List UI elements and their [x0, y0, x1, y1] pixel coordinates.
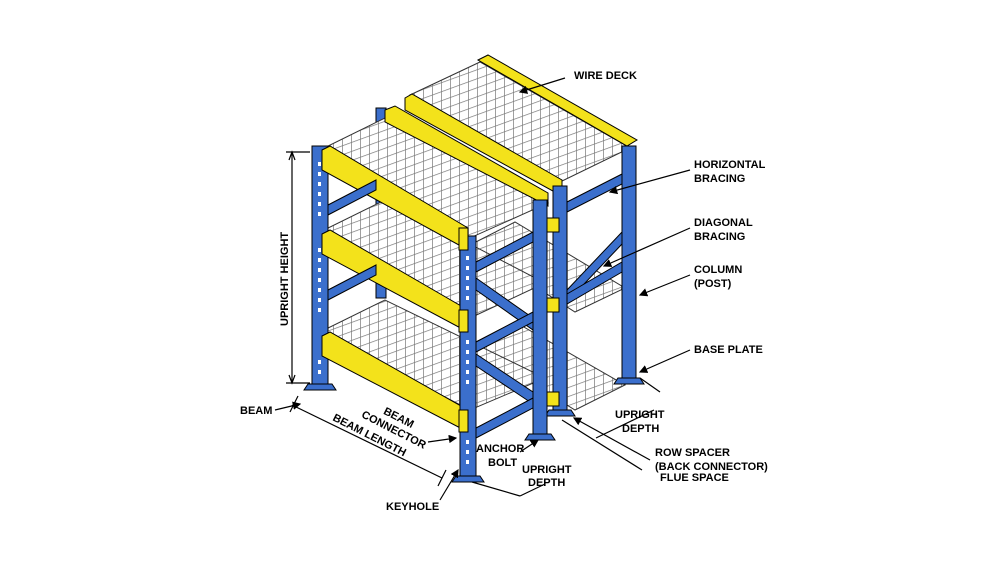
label-upright-height: UPRIGHT HEIGHT	[279, 232, 291, 326]
back-horizontal-bracing-2	[566, 261, 623, 305]
label-beam: BEAM	[240, 405, 272, 417]
label-upright-depth-right: UPRIGHT DEPTH	[615, 409, 668, 435]
front-right-base-plate	[451, 475, 485, 483]
back-beam-connector-low	[546, 297, 560, 313]
label-upright-depth-front-l2: DEPTH	[528, 477, 565, 489]
label-upright-depth-front: UPRIGHT DEPTH	[522, 464, 575, 489]
label-horizontal-bracing-l1: HORIZONTAL	[694, 159, 766, 171]
label-anchor-bolt-l1: ANCHOR	[476, 443, 524, 455]
left-side-support-1	[327, 179, 377, 216]
beam-connector-mid	[458, 309, 469, 333]
label-anchor-bolt: ANCHOR BOLT	[476, 443, 527, 469]
horizontal-bracing-bar	[566, 173, 623, 213]
left-side-support-2	[327, 264, 377, 301]
dimension-lines	[274, 77, 691, 501]
label-upright-depth-right-l1: UPRIGHT	[615, 409, 665, 421]
back-beam-connector-base	[546, 391, 560, 407]
anchor-bolt-plate	[524, 433, 556, 441]
label-column: COLUMN (POST)	[694, 264, 745, 290]
label-column-l1: COLUMN	[694, 264, 742, 276]
label-flue-space: FLUE SPACE	[660, 472, 729, 484]
label-keyhole: KEYHOLE	[386, 501, 439, 513]
beam-connector-top	[458, 227, 469, 251]
label-row-spacer-l1: ROW SPACER	[655, 447, 730, 459]
front-left-base-plate	[303, 383, 337, 391]
label-horizontal-bracing: HORIZONTAL BRACING	[694, 159, 768, 185]
front-left-upright-holes	[318, 162, 321, 374]
front-frame-horizontal-low	[475, 397, 534, 439]
label-anchor-bolt-l2: BOLT	[488, 457, 517, 469]
rear-top-beam	[384, 105, 549, 207]
column-post	[621, 145, 637, 379]
front-frame-diagonal-1	[475, 277, 534, 331]
beam-connector-low	[458, 409, 469, 433]
label-upright-depth-right-l2: DEPTH	[622, 423, 659, 435]
keyhole-slots	[466, 256, 469, 464]
label-horizontal-bracing-l2: BRACING	[694, 173, 745, 185]
label-diagonal-bracing-l1: DIAGONAL	[694, 217, 753, 229]
front-right-rear-upright	[532, 199, 548, 437]
label-column-l2: (POST)	[694, 278, 732, 290]
label-upright-depth-front-l1: UPRIGHT	[522, 464, 572, 476]
label-wire-deck: WIRE DECK	[574, 70, 637, 82]
front-frame-horizontal-top	[475, 231, 534, 273]
label-base-plate: BASE PLATE	[694, 344, 763, 356]
base-plate	[613, 377, 645, 385]
label-row-spacer-l2: (BACK CONNECTOR)	[655, 461, 768, 473]
front-row-rack	[303, 105, 556, 483]
label-diagonal-bracing: DIAGONAL BRACING	[694, 217, 756, 243]
back-beam-connector-mid	[546, 217, 560, 233]
back-top-beam-rear	[476, 54, 638, 147]
back-base-plate-2	[544, 409, 576, 417]
front-frame-horizontal-mid	[475, 311, 534, 353]
label-diagonal-bracing-l2: BRACING	[694, 231, 745, 243]
label-row-spacer: ROW SPACER (BACK CONNECTOR)	[655, 447, 768, 473]
